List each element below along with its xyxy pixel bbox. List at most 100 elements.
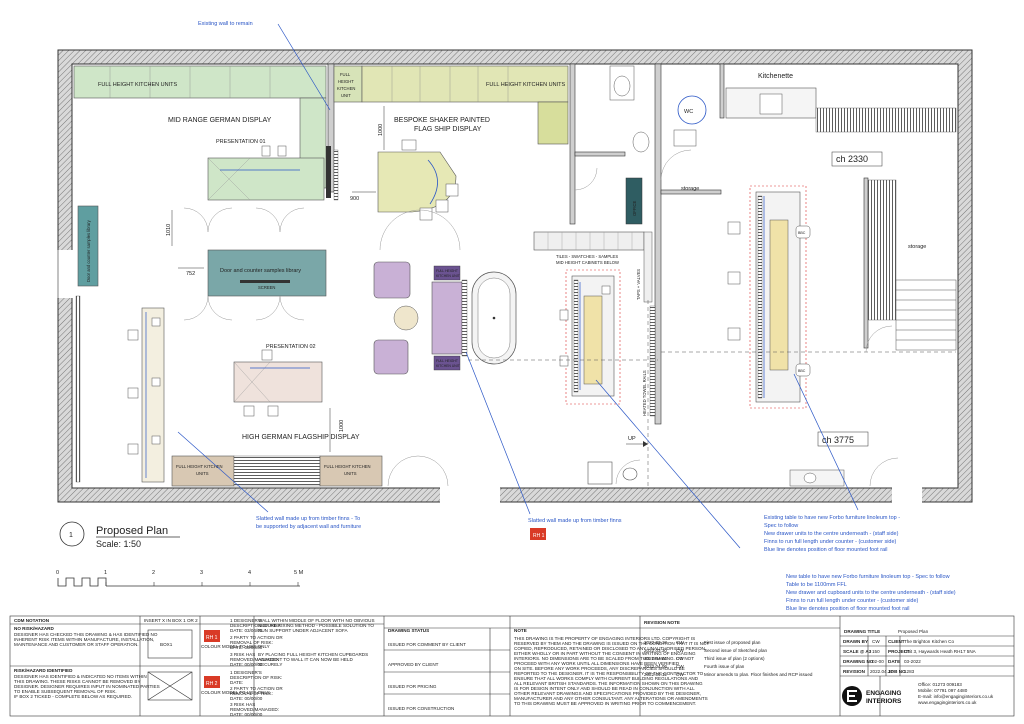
svg-text:COPIED, REPRODUCED, RETAINED O: COPIED, REPRODUCED, RETAINED OR DISCLOSE… <box>514 646 706 651</box>
stairs <box>895 279 957 351</box>
label-storage-2: storage <box>908 244 926 250</box>
label-tall-unit-1: FULL <box>340 72 351 77</box>
drawing-no-value: 02-00 <box>872 659 884 664</box>
rh1-risk-text: WALL WITHIN MIDDLE OF FLOOR WITH NO OBVI… <box>258 618 375 667</box>
annotation-existing-table-3: New drawer units to the centre underneat… <box>764 531 899 537</box>
revision-row-3-by: CW <box>676 656 684 661</box>
label-screen: SCREEN <box>258 285 275 290</box>
dim-1000-bottom: 1000 <box>339 420 345 432</box>
cdm-header: CDM NOTATION <box>14 618 50 623</box>
svg-text:DESCRIPTION OF RISK:: DESCRIPTION OF RISK: <box>230 623 282 628</box>
revision-row-1-by: CW <box>676 640 684 645</box>
contact-email: E-mail: info@engaginginteriors.co.uk <box>918 694 994 699</box>
svg-text:ADJACENT TO WALL IT CAN NOW BE: ADJACENT TO WALL IT CAN NOW BE HELD <box>258 657 353 662</box>
drawing-title-value: Proposed Plan <box>898 629 929 634</box>
rh1-box-label: RH 1 <box>206 635 218 641</box>
client-value: The Brighton Kitchen Co <box>904 639 954 644</box>
box2-checkbox[interactable] <box>147 671 193 701</box>
box1-label: BOX1 <box>160 642 173 647</box>
revision-row-5-by: CW <box>676 672 684 677</box>
status-approved: APPROVED BY CLIENT <box>388 662 439 667</box>
date-value: 03-2022 <box>904 659 921 664</box>
svg-text:2 PARTY TO ACTION OR: 2 PARTY TO ACTION OR <box>230 635 283 640</box>
left-counter <box>141 307 165 483</box>
coffee-table <box>393 305 419 331</box>
revision-row-2-note: Second issue of Sketched plan <box>704 648 768 653</box>
presentation-01-island <box>207 157 325 201</box>
status-comment: ISSUED FOR COMMENT BY CLIENT <box>388 642 466 647</box>
annotation-slatted-left-2: be supported by adjacent wall and furnit… <box>256 524 361 530</box>
svg-text:REMOVED/MANAGED:: REMOVED/MANAGED: <box>230 657 279 662</box>
client-label: CLIENT <box>888 639 905 644</box>
scale-value: 150 <box>872 649 880 654</box>
annotation-slatted-center: Slatted wall made up from timber finns <box>528 518 622 524</box>
revision-row-5-date: 2022.04.12 <box>644 672 667 677</box>
label-up: UP <box>628 436 636 442</box>
revision-value: 2022.04.12 <box>870 669 893 674</box>
svg-text:DATE:: DATE: <box>230 680 243 685</box>
rh1-tag <box>530 528 546 540</box>
revision-row-1-date: 2022.03.18 <box>644 640 667 645</box>
svg-text:DATE: 00/00/00: DATE: 00/00/00 <box>230 696 263 701</box>
revision-row-3-note: Third issue of plan (2 options) <box>704 656 765 661</box>
label-bespoke-1: BESPOKE SHAKER PAINTED <box>394 117 490 124</box>
samples-library-center <box>207 249 327 297</box>
plan-number-circle <box>59 521 85 547</box>
svg-text:DESCRIPTION OF RISK:: DESCRIPTION OF RISK: <box>230 675 282 680</box>
revision-row-5-note: Minor amends to plan. Floor finishes and… <box>704 672 813 677</box>
svg-text:ALL RELEVANT BRITISH STANDARDS: ALL RELEVANT BRITISH STANDARDS. THE INFO… <box>514 681 703 686</box>
svg-text:TO THIS DRAWING MUST BE APPROV: TO THIS DRAWING MUST BE APPROVED IN WRIT… <box>514 701 696 706</box>
contact-mobile: Mobile: 07791 097 4480 <box>918 688 968 693</box>
label-tall-unit-2: HEIGHT <box>338 79 354 84</box>
annotation-existing-table-2: Spec to follow <box>764 523 798 529</box>
label-tiles-1: TILES - SWATCHES - SAMPLES <box>556 254 618 259</box>
label-tiles-2: MID HEIGHT CABINETS BELOW <box>556 260 619 265</box>
job-no-value: 1283 <box>904 669 915 674</box>
company-line1: ENGAGING <box>866 690 901 697</box>
no-risk-text-3: MAINTENANCE AND CUSTOMER OR STAFF OPERAT… <box>14 642 139 647</box>
full-height-units-top-left <box>73 65 327 99</box>
label-fh-kitchen-unit-bottom-2: KITCHEN UNIT <box>436 364 460 368</box>
company-line2: INTERIORS <box>866 698 902 705</box>
drawn-by-label: DRAWN BY <box>843 639 868 644</box>
label-mid-range: MID RANGE GERMAN DISPLAY <box>168 117 272 124</box>
svg-text:MANUFACTURER AND ANY OTHER CON: MANUFACTURER AND ANY OTHER CONSULTANT. A… <box>514 696 708 701</box>
svg-text:SECURE FIXING METHOD - POSSIBL: SECURE FIXING METHOD - POSSIBLE SOLUTION… <box>258 623 374 628</box>
risk-text-3: DESIGNER. DESIGNER REQUIRES INPUT IN NOM… <box>14 684 160 689</box>
full-height-units-bottom-2 <box>319 455 383 487</box>
scale-3: 3 <box>200 570 203 576</box>
label-tall-unit-4: UNIT <box>341 93 351 98</box>
risk-text-2: THIS DRAWING. THESE RISKS CANNOT BE REMO… <box>14 679 141 684</box>
samples-library-side <box>77 205 99 287</box>
label-presentation-02: PRESENTATION 02 <box>266 344 316 350</box>
rh2-description: 1 DESIGNER'S DESCRIPTION OF RISK: DATE: … <box>230 670 283 717</box>
svg-text:3 RISK HAS: 3 RISK HAS <box>230 652 255 657</box>
scale-bar <box>57 577 300 587</box>
drawing-no-label: DRAWING NO <box>843 659 874 664</box>
label-full-height-top-left: FULL HEIGHT KITCHEN UNITS <box>98 82 177 88</box>
label-wc: WC <box>684 109 693 115</box>
revision-row-1-note: First issue of proposed plan <box>704 640 761 645</box>
svg-text:REPORTED TO THE DESIGNER. IT I: REPORTED TO THE DESIGNER. IT IS THE RESP… <box>514 671 704 676</box>
dim-752: 752 <box>186 271 195 277</box>
svg-text:DATE: 00/00/00: DATE: 00/00/00 <box>230 645 263 650</box>
plan-scale: Scale: 1:50 <box>96 539 141 549</box>
drawn-by-value: CW <box>872 639 880 644</box>
dim-1000-top: 1000 <box>378 124 384 136</box>
svg-text:ON SITE. BEFORE ANY WORK PROCE: ON SITE. BEFORE ANY WORK PROCEEDS, ANY D… <box>514 666 685 671</box>
scale-1: 1 <box>104 570 107 576</box>
svg-text:2 PARTY TO ACTION OR: 2 PARTY TO ACTION OR <box>230 686 283 691</box>
svg-text:INTERIORS. NO DIMENSIONS ARE T: INTERIORS. NO DIMENSIONS ARE TO BE SCALE… <box>514 656 694 661</box>
label-fh-kitchen-unit-top-1: FULL HEIGHT <box>436 269 458 273</box>
no-risk-header: NO RISK/HAZARD <box>14 626 54 631</box>
label-bbc-2: BBC <box>798 369 806 373</box>
svg-text:SECURELY: SECURELY <box>258 662 282 667</box>
new-table-boundary <box>749 185 807 409</box>
dim-900: 900 <box>350 196 359 202</box>
box1-checkbox[interactable] <box>147 629 193 659</box>
label-high-german: HIGH GERMAN FLAGSHIP DISPLAY <box>242 434 360 441</box>
svg-text:EITHER WHOLLY OR IN PART WITHO: EITHER WHOLLY OR IN PART WITHOUT THE CON… <box>514 651 696 656</box>
revision-row-2-date: 2022.03.30 <box>644 648 667 653</box>
svg-text:RESERVED BY THEM AND THE DRAWI: RESERVED BY THEM AND THE DRAWING IS ISSU… <box>514 641 710 646</box>
revision-table: 2022.03.18 CW First issue of proposed pl… <box>644 640 813 677</box>
